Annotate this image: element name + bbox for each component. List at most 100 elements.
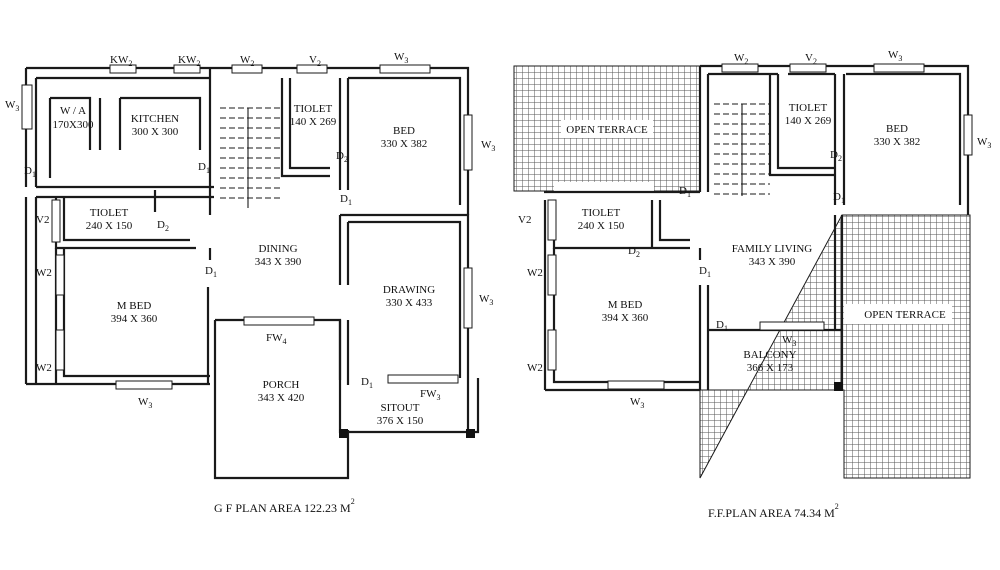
ff-toilet2-name: TIOLET: [582, 207, 621, 219]
gf-toilet2-dim: 240 X 150: [86, 220, 133, 232]
gf-toilet2-walls: [54, 190, 196, 250]
ff-bed-name: BED: [886, 123, 908, 135]
ff-bed-walls: [833, 74, 846, 205]
gf-kitchen-name: KITCHEN: [131, 113, 179, 125]
gf-mark-fw3: FW3: [420, 388, 441, 402]
ff-staircase: [714, 103, 770, 196]
gf-mark-d1a: D1: [24, 165, 36, 179]
ff-toilet2-dim: 240 X 150: [578, 220, 625, 232]
ff-mark-d1b: D1: [833, 191, 845, 205]
ground-floor-plan: W / A 170X300 KITCHEN 300 X 300 TIOLET 1…: [5, 51, 495, 515]
gf-sitout-dim: 376 X 150: [377, 415, 424, 427]
gf-wa-dim: 170X300: [53, 119, 94, 131]
gf-wa-walls: [48, 96, 92, 178]
gf-mark-w3c: W3: [481, 139, 495, 153]
ff-toilet1-name: TIOLET: [789, 102, 828, 114]
ff-mark-w2b: W2: [527, 267, 543, 279]
gf-drawing-dim: 330 X 433: [386, 297, 433, 309]
gf-mark-d1d: D1: [205, 265, 217, 279]
ff-mark-w3c: W3: [782, 334, 796, 348]
ff-stair-wall: [698, 66, 710, 192]
ff-terrace1-label-bg: [561, 120, 653, 138]
ff-mark-v2b: V2: [518, 214, 531, 226]
gf-sitout-walls: [338, 378, 480, 434]
ff-family-name: FAMILY LIVING: [732, 243, 813, 255]
ff-mark-w3d: W3: [630, 396, 644, 410]
ff-balcony-name: BALCONY: [743, 349, 796, 361]
ff-toilet1-dim: 140 X 269: [785, 115, 832, 127]
ff-mark-w3b: W3: [977, 136, 991, 150]
gf-mark-d1e: D1: [361, 376, 373, 390]
gf-column-right: [466, 429, 475, 438]
gf-mark-w3a: W3: [5, 99, 19, 113]
gf-mark-d2a: D2: [336, 150, 348, 164]
ff-family-right: [833, 215, 844, 330]
gf-mbed-dim: 394 X 360: [111, 313, 158, 325]
gf-dining-name: DINING: [258, 243, 297, 255]
ff-terrace2-name: OPEN TERRACE: [864, 309, 946, 321]
gf-kitchen-walls: [98, 96, 202, 150]
gf-bed-name: BED: [393, 125, 415, 137]
ff-mark-w2a: W2: [734, 52, 748, 66]
gf-mark-w2a: W2: [240, 54, 254, 68]
ff-toilet2-inner: [650, 200, 690, 248]
gf-toilet1-name: TIOLET: [294, 103, 333, 115]
ff-mark-w3a: W3: [888, 49, 902, 63]
ff-family-dim: 343 X 390: [749, 256, 796, 268]
gf-column-left: [339, 429, 348, 438]
first-floor-plan: OPEN TERRACE TIOLET 140 X 269 BED 330 X …: [513, 49, 991, 520]
ff-mbed-dim: 394 X 360: [602, 312, 649, 324]
gf-sitout-name: SITOUT: [381, 402, 420, 414]
gf-bed-walls: [338, 76, 462, 205]
ff-mark-d2a: D2: [830, 149, 842, 163]
gf-mark-fw4: FW4: [266, 332, 287, 346]
ff-terrace1-name: OPEN TERRACE: [566, 124, 648, 136]
gf-toilet2-name: TIOLET: [90, 207, 129, 219]
gf-mark-d1b: D1: [198, 161, 210, 175]
ff-balcony-dim: 366 X 173: [747, 362, 794, 374]
gf-mark-v2b: V2: [36, 214, 49, 226]
gf-drawing-walls: [338, 213, 470, 432]
gf-caption: G F PLAN AREA 122.23 M2: [214, 497, 355, 515]
ff-mbed-right: [698, 248, 710, 390]
ff-top-wall: [700, 64, 970, 215]
gf-windows: [21, 64, 473, 390]
ff-column: [834, 382, 843, 391]
ff-balcony-walls: [708, 328, 844, 390]
ff-mark-d1a: D1: [679, 185, 691, 199]
ff-windows: [547, 63, 973, 390]
ff-mbed-name: M BED: [608, 299, 643, 311]
gf-drawing-name: DRAWING: [383, 284, 435, 296]
ff-bed-dim: 330 X 382: [874, 136, 920, 148]
ff-open-terrace-2: [699, 214, 971, 479]
gf-corridor-wall: [36, 185, 214, 199]
gf-mark-w2b: W2: [36, 267, 52, 279]
ff-mark-d2b: D2: [628, 245, 640, 259]
ff-caption: F.F.PLAN AREA 74.34 M2: [708, 502, 839, 520]
ff-toilet1-walls: [768, 74, 834, 177]
gf-porch-dim: 343 X 420: [258, 392, 305, 404]
gf-mark-kw2b: KW2: [178, 54, 200, 68]
gf-toilet1-dim: 140 X 269: [290, 116, 337, 128]
ff-terrace1-cut: [554, 182, 654, 192]
gf-mark-w3b: W3: [394, 51, 408, 65]
gf-mark-w3d: W3: [479, 293, 493, 307]
gf-bed-dim: 330 X 382: [381, 138, 427, 150]
gf-porch-name: PORCH: [263, 379, 300, 391]
gf-mark-v2a: V2: [309, 54, 321, 68]
gf-dining-dim: 343 X 390: [255, 256, 302, 268]
gf-kitchen-dim: 300 X 300: [132, 126, 179, 138]
gf-staircase: [220, 107, 282, 208]
ff-mark-v2a: V2: [805, 52, 817, 66]
ff-mark-d1d: D1: [716, 319, 728, 333]
gf-wa-name: W / A: [60, 105, 86, 117]
gf-mark-w2c: W2: [36, 362, 52, 374]
ff-inner-top: [708, 72, 962, 205]
gf-toilet1-walls: [280, 78, 330, 178]
gf-mark-w3e: W3: [138, 396, 152, 410]
gf-mark-kw2a: KW2: [110, 54, 132, 68]
gf-mbed-name: M BED: [117, 300, 152, 312]
gf-mark-d1c: D1: [340, 193, 352, 207]
